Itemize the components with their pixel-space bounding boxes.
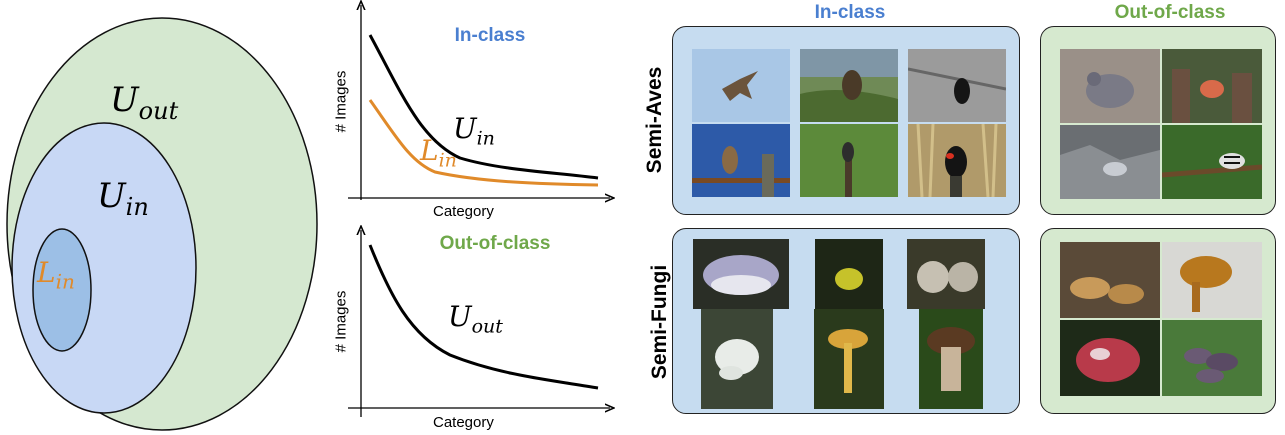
hawk-in-flight-photo xyxy=(692,49,790,122)
brown-cap-mushrooms-photo xyxy=(1060,242,1160,318)
purple-bracket-fungus-photo xyxy=(693,239,789,309)
bullfinch-photo xyxy=(1162,49,1262,123)
pigeon-photo xyxy=(1060,49,1160,123)
yellow-mushroom-photo xyxy=(815,239,883,309)
in-class-column-header: In-class xyxy=(814,2,886,23)
hawk-on-post-photo xyxy=(692,124,790,197)
red-winged-blackbird-photo xyxy=(908,124,1006,197)
in-class-curve-label: Uin xyxy=(453,112,495,150)
hawk-on-branch-photo xyxy=(800,49,898,122)
venn-diagram xyxy=(6,17,318,431)
seagull-on-rocks-photo xyxy=(1060,125,1160,199)
semi-aves-row-label: Semi-Aves xyxy=(643,66,666,174)
labeled-in-class-curve xyxy=(368,99,599,187)
labeled-in-class-set xyxy=(32,228,92,352)
semi-aves-out-of-class-panel xyxy=(1040,26,1276,215)
bird-on-stump-photo xyxy=(800,124,898,197)
in-class-chart-title: In-class xyxy=(454,25,526,46)
unlabeled-out-of-class-curve xyxy=(368,244,599,390)
red-cap-mushroom-photo xyxy=(1060,320,1160,396)
labeled-curve-label: Lin xyxy=(420,134,457,172)
semi-aves-in-class-panel xyxy=(672,26,1020,215)
blackbird-grayscale-photo xyxy=(908,49,1006,122)
out-of-class-chart xyxy=(348,225,620,417)
out-of-class-xlabel: Category xyxy=(433,414,494,431)
semi-fungi-row-label: Semi-Fungi xyxy=(648,264,671,380)
orange-cap-mushroom-photo xyxy=(1162,242,1262,318)
venn-labeled-label: Lin xyxy=(37,256,75,294)
out-of-class-curve-label: Uout xyxy=(448,300,503,338)
in-class-ylabel: # Images xyxy=(332,70,350,133)
white-coral-fungus-photo xyxy=(701,309,773,409)
purple-mushroom-cluster-photo xyxy=(1162,320,1262,396)
warbler-on-branch-photo xyxy=(1162,125,1262,199)
in-class-xlabel: Category xyxy=(433,203,494,220)
semi-fungi-out-of-class-panel xyxy=(1040,228,1276,414)
unlabeled-in-class-curve xyxy=(368,34,599,180)
yellow-stemmed-mushroom-photo xyxy=(814,309,884,409)
puffball-pair-photo xyxy=(907,239,985,309)
out-of-class-ylabel: # Images xyxy=(332,290,350,353)
semi-fungi-in-class-panel xyxy=(672,228,1020,414)
in-class-chart xyxy=(348,0,620,215)
venn-inner-label: Uin xyxy=(97,176,149,221)
out-of-class-chart-title: Out-of-class xyxy=(439,233,551,254)
bolete-mushroom-photo xyxy=(919,309,983,409)
venn-outer-label: Uout xyxy=(110,80,179,125)
out-of-class-column-header: Out-of-class xyxy=(1114,2,1226,23)
